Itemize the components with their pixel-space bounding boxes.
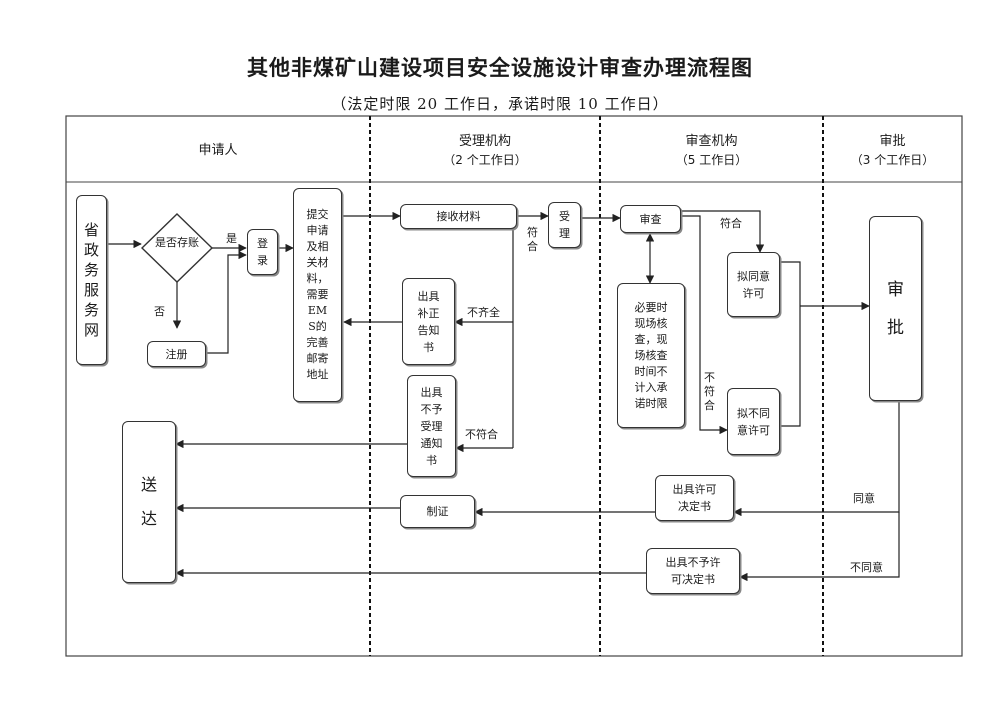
- node-deliver: 送达: [122, 421, 176, 583]
- node-propose-reject: 拟不同意许可: [727, 388, 780, 455]
- node-portal: 省政务服务网: [76, 195, 107, 365]
- node-accept: 受理: [548, 202, 581, 248]
- label-conform-accept: 符合: [527, 226, 538, 253]
- lane-time-review: （5 工作日）: [675, 153, 748, 167]
- node-register: 注册: [147, 341, 206, 367]
- node-certify-label: 制证: [426, 505, 449, 518]
- node-propose-reject-label: 拟不同意许可: [736, 406, 770, 437]
- page-title: 其他非煤矿山建设项目安全设施设计审查办理流程图: [247, 56, 753, 80]
- lane-name-applicant: 申请人: [198, 143, 238, 158]
- node-review-label: 审查: [639, 212, 662, 226]
- diagram-frame: [65, 115, 963, 657]
- edge-reject-merge: [780, 306, 801, 427]
- label-nonconform-review: 不符合: [704, 371, 715, 412]
- lane-name-review: 审查机构: [685, 134, 738, 149]
- node-decision-label: 是否存账: [155, 236, 199, 249]
- label-incomplete: 不齐全: [467, 306, 500, 319]
- node-certify: 制证: [400, 495, 475, 528]
- node-submit-label: 提交申请及相关材料，需要EMS的完善邮寄地址: [306, 208, 329, 381]
- node-reject-notice-label: 出具不予受理通知书: [420, 385, 443, 467]
- edge-approve-merge: [780, 261, 801, 306]
- lane-header-acceptance: 受理机构 （2 个工作日）: [370, 133, 600, 169]
- node-issue-refusal-label: 出具不予许可决定书: [665, 556, 721, 586]
- node-receive-label: 接收材料: [436, 210, 481, 223]
- node-portal-label: 省政务服务网: [83, 221, 99, 339]
- node-propose-approve: 拟同意许可: [727, 252, 780, 317]
- node-propose-approve-label: 拟同意许可: [736, 269, 770, 300]
- lane-time-approval: （3 个工作日）: [850, 153, 935, 167]
- lane-time-acceptance: （2 个工作日）: [443, 153, 527, 167]
- node-onsite: 必要时现场核查，现场核查时间不计入承诺时限: [617, 283, 685, 428]
- node-issue-permit-label: 出具许可决定书: [672, 483, 717, 513]
- node-review: 审查: [620, 205, 681, 233]
- edge-register-login: [206, 250, 247, 354]
- edge-review-reject: [681, 215, 728, 435]
- node-register-label: 注册: [165, 347, 188, 361]
- label-nonconform-accept: 不符合: [465, 428, 498, 441]
- node-onsite-label: 必要时现场核查，现场核查时间不计入承诺时限: [634, 300, 668, 410]
- label-yes: 是: [226, 232, 237, 245]
- node-issue-refusal: 出具不予许可决定书: [646, 548, 740, 594]
- label-no: 否: [154, 305, 165, 318]
- edge-approval-disagree: [739, 512, 900, 582]
- page-subtitle: （法定时限 20 工作日，承诺时限 10 工作日）: [331, 95, 669, 113]
- lane-header-applicant: 申请人: [66, 142, 370, 160]
- lane-name-acceptance: 受理机构: [458, 134, 511, 149]
- node-supplement-label: 出具补正告知书: [417, 289, 440, 354]
- node-submit: 提交申请及相关材料，需要EMS的完善邮寄地址: [293, 188, 342, 402]
- lane-header-review: 审查机构 （5 工作日）: [600, 133, 823, 169]
- label-conform-review: 符合: [720, 217, 742, 230]
- node-login: 登录: [247, 229, 278, 275]
- node-approve-label: 审批: [887, 279, 904, 338]
- node-issue-permit: 出具许可决定书: [655, 475, 734, 521]
- node-receive: 接收材料: [400, 204, 517, 229]
- node-accept-label: 受理: [559, 210, 570, 240]
- edge-review-approve: [681, 210, 765, 253]
- lane-header-approval: 审批 （3 个工作日）: [823, 133, 962, 169]
- node-reject-notice: 出具不予受理通知书: [407, 375, 456, 477]
- node-approve: 审批: [869, 216, 922, 401]
- lane-name-approval: 审批: [879, 134, 906, 149]
- node-login-label: 登录: [257, 237, 268, 267]
- label-agree: 同意: [853, 492, 875, 505]
- node-deliver-label: 送达: [140, 475, 157, 528]
- label-disagree: 不同意: [850, 561, 883, 574]
- node-supplement: 出具补正告知书: [402, 278, 455, 365]
